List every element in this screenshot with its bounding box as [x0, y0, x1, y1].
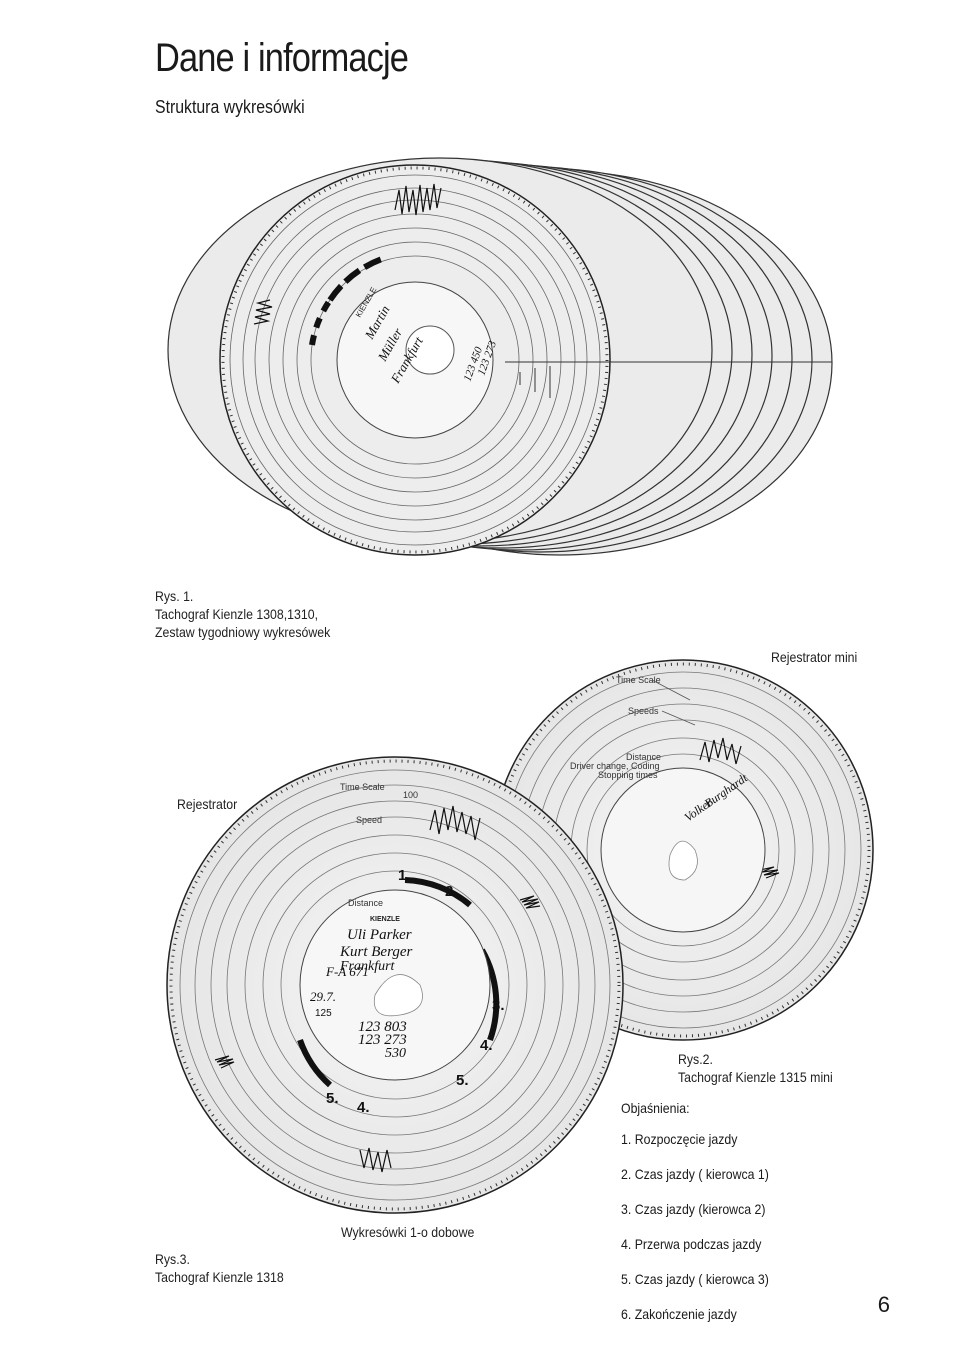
daily-disc-1318: Time Scale Speed Distance 100 KIENZLE Ul…: [166, 756, 624, 1214]
mini-scale-stopping: Stopping times: [598, 770, 658, 780]
fig3-place: Frankfurt: [339, 959, 396, 974]
figure1-caption-line: Zestaw tygodniowy wykresówek: [155, 624, 331, 640]
explanation-item: 2. Czas jazdy ( kierowca 1): [621, 1166, 769, 1182]
page-number: 6: [877, 1292, 890, 1317]
explanations-list: 1. Rozpoczęcie jazdy 2. Czas jazdy ( kie…: [621, 1130, 769, 1340]
figure1-caption-line: Tachograf Kienzle 1308,1310,: [155, 606, 319, 622]
fig3-brand: KIENZLE: [370, 916, 400, 923]
fig3-speed-tick: 100: [403, 790, 418, 800]
rejestrator-label: Rejestrator: [177, 796, 238, 812]
marker-5a: 5.: [456, 1072, 469, 1089]
mini-scale-speeds: Speeds: [628, 706, 659, 716]
explanation-item: 5. Czas jazdy ( kierowca 3): [621, 1271, 769, 1287]
mini-label: Rejestrator mini: [771, 649, 858, 665]
fig3-scale-time: Time Scale: [340, 782, 385, 792]
explanation-item: 1. Rozpoczęcie jazdy: [621, 1131, 738, 1147]
daily-discs-label: Wykresówki 1-o dobowe: [341, 1224, 475, 1240]
figure3-caption-line: Rys.3.: [155, 1251, 190, 1267]
figure1-caption-line: Rys. 1.: [155, 588, 194, 604]
fig3-name1: Uli Parker: [347, 927, 412, 943]
explanation-item: 3. Czas jazdy (kierowca 2): [621, 1201, 766, 1217]
explanation-item: 6. Zakończenie jazdy: [621, 1306, 737, 1322]
marker-4b: 4.: [357, 1099, 370, 1116]
weekly-disc-stack: KIENZLE Martin Müller Frankfurt 123 450 …: [167, 157, 833, 556]
marker-3: 3.: [492, 997, 505, 1014]
figure3-caption: Rys.3. Tachograf Kienzle 1318: [155, 1250, 284, 1286]
fig3-odo1: 123 803: [358, 1019, 407, 1035]
marker-4: 4.: [480, 1037, 493, 1054]
fig3-scale-distance: Distance: [348, 898, 383, 908]
fig3-scale-speed: Speed: [356, 815, 382, 825]
figure2-caption: Rys.2. Tachograf Kienzle 1315 mini: [678, 1050, 833, 1086]
marker-2: 2.: [445, 883, 458, 900]
marker-5b: 5.: [326, 1090, 339, 1107]
marker-1: 1.: [398, 867, 411, 884]
figure3-caption-line: Tachograf Kienzle 1318: [155, 1269, 284, 1285]
page-subtitle: Struktura wykresówki: [155, 97, 305, 117]
page-title: Dane i informacje: [155, 36, 409, 80]
fig3-km: 530: [385, 1046, 406, 1061]
figure2-caption-line: Rys.2.: [678, 1051, 713, 1067]
explanations-title: Objaśnienia:: [621, 1100, 690, 1116]
explanation-item: 4. Przerwa podczas jazdy: [621, 1236, 762, 1252]
fig3-date: 29.7.: [310, 989, 336, 1004]
mini-scale-time: Time Scale: [616, 675, 661, 685]
fig3-plate: F-A 671: [325, 964, 369, 979]
mini-scale-driver-change: Driver change, Coding: [570, 761, 660, 771]
fig3-odo2: 123 273: [358, 1032, 407, 1048]
mini-scale-distance: Distance: [626, 752, 661, 762]
figure2-caption-line: Tachograf Kienzle 1315 mini: [678, 1069, 833, 1085]
fig3-speed: 125: [315, 1008, 332, 1019]
figure1-caption: Rys. 1. Tachograf Kienzle 1308,1310, Zes…: [155, 587, 330, 641]
fig3-name2: Kurt Berger: [339, 944, 413, 960]
